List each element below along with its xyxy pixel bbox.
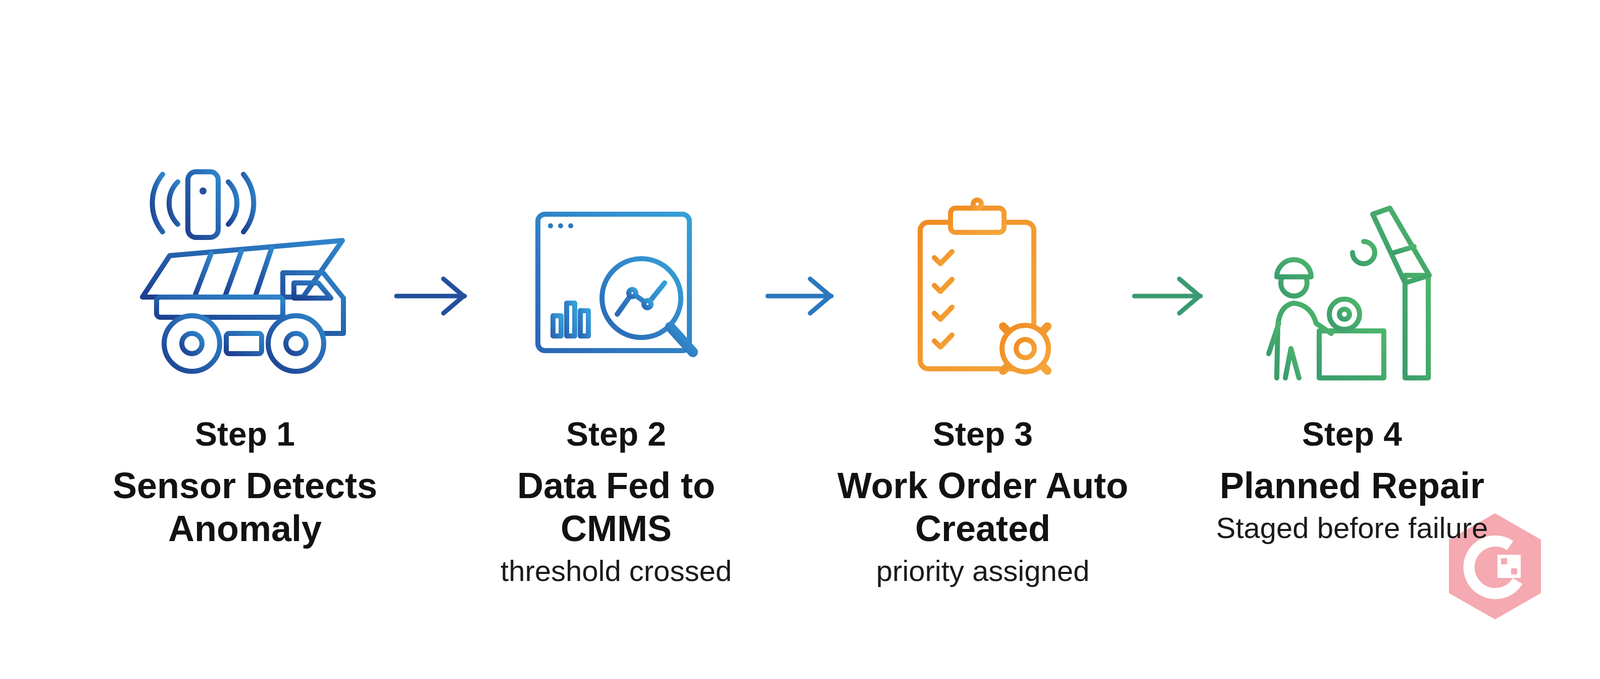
sensor-truck-icon-part — [156, 296, 283, 318]
work-order-clipboard-icon-part — [934, 307, 953, 320]
work-order-clipboard-icon — [920, 200, 1057, 380]
repair-crane-icon-part — [1285, 348, 1299, 378]
repair-crane-icon-part — [1276, 303, 1332, 378]
sensor-truck-icon-part — [194, 253, 212, 297]
analytics-monitor-icon-part — [617, 282, 665, 315]
work-order-clipboard-icon-part — [950, 208, 1005, 233]
sensor-truck-icon-part — [169, 181, 178, 225]
step-title: Data Fed to CMMS — [464, 464, 768, 550]
repair-crane-icon-part — [1405, 330, 1429, 336]
sensor-truck-icon-part — [142, 240, 343, 297]
step-node: Step 4 Planned RepairStaged before failur… — [1200, 181, 1504, 607]
sensor-truck-icon-part — [164, 315, 220, 372]
watermark-logo-part — [1501, 558, 1508, 565]
sensor-truck-icon-part — [224, 251, 242, 297]
work-order-clipboard-icon-part — [962, 310, 1000, 316]
analytics-monitor-icon-part — [553, 315, 562, 336]
analytics-monitor-icon-part — [558, 223, 564, 229]
repair-crane-icon-part — [1393, 246, 1415, 253]
step-title: Planned Repair — [1219, 464, 1485, 508]
work-order-clipboard-icon-part — [934, 251, 953, 264]
work-order-clipboard-icon-part — [934, 279, 953, 292]
analytics-monitor-icon-part — [585, 374, 642, 380]
step-number: Step 3 — [932, 414, 1033, 455]
repair-crane-icon-part — [1268, 323, 1279, 354]
repair-crane-icon-part — [1276, 259, 1312, 277]
work-order-clipboard-icon-part — [920, 222, 1034, 369]
step-title: Sensor Detects Anomaly — [93, 464, 397, 550]
step-node: Step 3 Work Order Auto Createdpriority as… — [831, 181, 1135, 607]
step-note: threshold crossed — [500, 553, 732, 589]
sensor-truck-icon-part — [187, 171, 219, 238]
analytics-monitor-icon-part — [670, 326, 693, 353]
sensor-truck-icon-part — [243, 174, 254, 232]
analytics-monitor-icon-part — [628, 289, 636, 297]
repair-crane-icon-part — [1329, 298, 1360, 330]
step-note: Staged before failure — [1216, 510, 1488, 546]
sensor-truck-icon-part — [255, 247, 272, 297]
analytics-monitor-icon-part — [580, 310, 589, 336]
watermark-logo-part — [1497, 554, 1521, 578]
step-node: Step 2 Data Fed to CMMSthreshold crossed — [464, 181, 768, 607]
analytics-monitor-icon-part — [566, 303, 575, 336]
repair-crane-icon — [1262, 208, 1455, 378]
sensor-truck-icon-part — [181, 333, 203, 354]
step-number: Step 1 — [194, 414, 295, 455]
flow-arrow — [767, 293, 832, 299]
sensor-truck-icon-part — [199, 187, 207, 195]
work-order-clipboard-icon-part — [1016, 339, 1035, 358]
step-node: Step 1 Sensor Detects Anomaly — [93, 181, 397, 607]
step-title: Work Order Auto Created — [831, 464, 1135, 550]
analytics-monitor-icon-part — [553, 269, 586, 275]
watermark-logo-part — [1511, 568, 1518, 575]
analytics-monitor-icon-part — [611, 350, 617, 374]
repair-crane-icon-part — [1361, 216, 1367, 242]
work-order-clipboard-icon-part — [962, 255, 1017, 261]
sensor-truck-icon-part — [293, 282, 331, 298]
sensor-truck-icon-part — [152, 174, 163, 232]
work-order-clipboard-icon-part — [1002, 325, 1049, 372]
sensor-truck-icon-part — [285, 333, 307, 354]
sensor-truck-icon-part — [268, 315, 324, 372]
work-order-clipboard-icon-part — [962, 282, 1017, 288]
repair-crane-icon-part — [1319, 330, 1384, 378]
work-order-clipboard-icon-part — [993, 317, 1057, 380]
analytics-monitor-icon-part — [547, 223, 554, 229]
sensor-truck-icon-part — [208, 237, 214, 250]
analytics-monitor-icon-part — [568, 223, 574, 229]
repair-crane-icon-part — [1405, 300, 1429, 306]
repair-crane-icon-part — [1352, 241, 1375, 264]
analytics-monitor-icon-part — [537, 234, 690, 240]
flow-arrow — [1134, 293, 1201, 299]
repair-crane-icon-part — [1339, 309, 1350, 320]
repair-crane-icon-part — [1372, 208, 1430, 283]
step-number: Step 2 — [566, 414, 667, 455]
step-number: Step 4 — [1302, 414, 1403, 455]
work-order-clipboard-icon-part — [934, 334, 953, 347]
sensor-truck-icon-part — [192, 237, 198, 250]
work-order-clipboard-icon-part — [962, 338, 985, 344]
flow-arrow — [396, 293, 465, 299]
work-order-clipboard-icon-part — [973, 200, 982, 209]
sensor-truck-icon-part — [226, 333, 262, 354]
sensor-truck-icon — [142, 171, 344, 372]
analytics-monitor-icon — [537, 214, 693, 377]
analytics-monitor-icon-part — [643, 300, 652, 308]
analytics-monitor-icon-part — [553, 284, 591, 290]
sensor-truck-icon-part — [228, 181, 237, 225]
repair-crane-icon-part — [1405, 275, 1429, 378]
step-note: priority assigned — [876, 553, 1090, 589]
analytics-monitor-icon-part — [553, 254, 596, 260]
